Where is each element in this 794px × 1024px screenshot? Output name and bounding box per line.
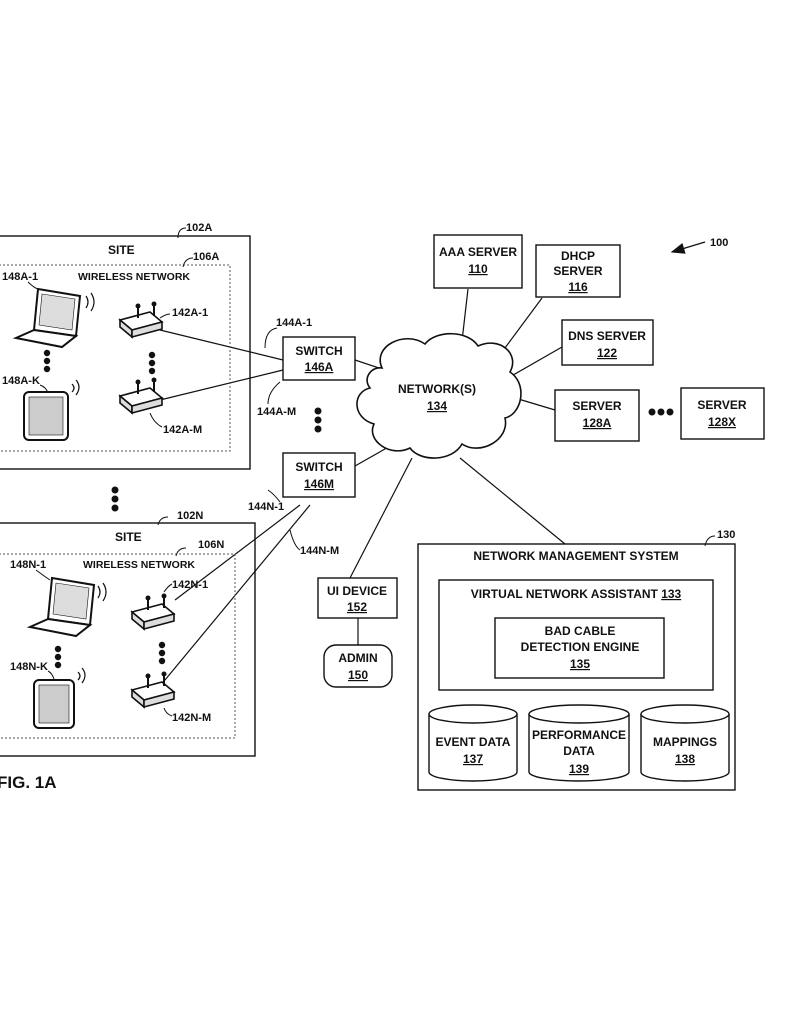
system-ref: 100 bbox=[710, 237, 728, 249]
dns-server-num: 122 bbox=[597, 346, 617, 360]
tablet-n-icon bbox=[33, 667, 86, 729]
network-label: NETWORK(S) bbox=[398, 382, 476, 396]
event-data-label: EVENT DATA bbox=[436, 735, 511, 749]
server-a-num: 128A bbox=[583, 416, 612, 430]
nms-ref: 130 bbox=[717, 529, 735, 541]
network-management-system: 130 NETWORK MANAGEMENT SYSTEM VIRTUAL NE… bbox=[417, 529, 736, 791]
switch-a-label: SWITCH bbox=[295, 344, 342, 358]
laptop-a-icon bbox=[12, 287, 95, 349]
mappings-num: 138 bbox=[675, 752, 695, 766]
dns-server-label: DNS SERVER bbox=[568, 329, 646, 343]
dhcp-server-line1: DHCP bbox=[561, 249, 595, 263]
ap-a1-ref: 142A-1 bbox=[172, 307, 208, 319]
ui-device: UI DEVICE 152 bbox=[317, 577, 398, 619]
bad-cable-engine-box bbox=[494, 617, 665, 679]
ap-nm-ref: 142N-M bbox=[172, 712, 211, 724]
connection-lines bbox=[159, 288, 566, 687]
aaa-server: AAA SERVER 110 bbox=[433, 234, 523, 289]
site-n: SITE 102N WIRELESS NETWORK 106N 148N-1 1… bbox=[0, 510, 256, 757]
horizontal-ellipsis-icon bbox=[648, 408, 674, 416]
laptop-n-ref: 148N-1 bbox=[10, 559, 46, 571]
performance-data-line1: PERFORMANCE bbox=[532, 728, 626, 742]
switch-146a: SWITCH 146A bbox=[282, 336, 356, 381]
access-point-n1-icon bbox=[130, 593, 176, 631]
server-a-label: SERVER bbox=[572, 399, 621, 413]
switch-m-num: 146M bbox=[304, 477, 334, 491]
event-data-num: 137 bbox=[463, 752, 483, 766]
mappings-label: MAPPINGS bbox=[653, 735, 717, 749]
site-n-box bbox=[0, 522, 256, 757]
link-am-ref: 144A-M bbox=[257, 406, 296, 418]
ui-device-num: 152 bbox=[347, 600, 367, 614]
vertical-ellipsis-icon bbox=[111, 486, 119, 512]
tablet-n-ref: 148N-K bbox=[10, 661, 48, 673]
nms-title: NETWORK MANAGEMENT SYSTEM bbox=[473, 549, 678, 563]
wireless-network-n-ref: 106N bbox=[198, 539, 224, 551]
network-num: 134 bbox=[427, 399, 447, 413]
ap-n1-ref: 142N-1 bbox=[172, 579, 208, 591]
performance-data-line2: DATA bbox=[563, 744, 595, 758]
laptop-a-ref: 148A-1 bbox=[2, 271, 38, 283]
server-128a: SERVER 128A bbox=[554, 389, 640, 442]
wireless-network-a-ref: 106A bbox=[193, 251, 219, 263]
wireless-network-a-box bbox=[0, 264, 231, 452]
switch-m-label: SWITCH bbox=[295, 460, 342, 474]
performance-data-database-icon: PERFORMANCE DATA 139 bbox=[528, 704, 630, 782]
link-n1-ref: 144N-1 bbox=[248, 501, 284, 513]
server-128x: SERVER 128X bbox=[680, 387, 765, 440]
switch-146m: SWITCH 146M bbox=[282, 452, 356, 498]
dhcp-server-line2: SERVER bbox=[553, 264, 602, 278]
tablet-a-icon bbox=[23, 379, 80, 441]
site-a: SITE 102A WIRELESS NETWORK 106A 148A-1 1… bbox=[0, 222, 251, 470]
network-cloud: NETWORK(S) 134 bbox=[356, 333, 522, 459]
switch-a-num: 146A bbox=[305, 360, 334, 374]
reference-arrow-icon bbox=[670, 241, 706, 254]
aaa-server-label: AAA SERVER bbox=[439, 245, 517, 259]
engine-line1: BAD CABLE bbox=[545, 624, 616, 638]
wireless-network-n-label: WIRELESS NETWORK bbox=[83, 559, 195, 571]
dhcp-server: DHCP SERVER 116 bbox=[535, 244, 621, 298]
admin: ADMIN 150 bbox=[323, 644, 393, 688]
aaa-server-num: 110 bbox=[468, 262, 488, 276]
link-a1-ref: 144A-1 bbox=[276, 317, 312, 329]
access-point-nm-icon bbox=[130, 671, 176, 709]
site-n-title: SITE bbox=[115, 530, 142, 544]
dns-server: DNS SERVER 122 bbox=[561, 319, 654, 366]
server-x-num: 128X bbox=[708, 415, 736, 429]
tablet-a-ref: 148A-K bbox=[2, 375, 40, 387]
vertical-ellipsis-icon bbox=[43, 349, 51, 373]
vna-title: VIRTUAL NETWORK ASSISTANT 133 bbox=[471, 587, 682, 601]
admin-label: ADMIN bbox=[338, 651, 377, 665]
dhcp-server-num: 116 bbox=[568, 280, 588, 294]
engine-num: 135 bbox=[570, 657, 590, 671]
access-point-am-icon bbox=[118, 377, 164, 415]
link-nm-ref: 144N-M bbox=[300, 545, 339, 557]
vna-label: VIRTUAL NETWORK ASSISTANT bbox=[471, 587, 661, 601]
vertical-ellipsis-icon bbox=[314, 407, 322, 433]
admin-num: 150 bbox=[348, 668, 368, 682]
vertical-ellipsis-icon bbox=[158, 641, 166, 665]
site-n-ref: 102N bbox=[177, 510, 203, 522]
site-a-title: SITE bbox=[108, 243, 135, 257]
vna-num: 133 bbox=[661, 587, 681, 601]
vertical-ellipsis-icon bbox=[54, 645, 62, 669]
site-a-box bbox=[0, 235, 251, 470]
vertical-ellipsis-icon bbox=[148, 351, 156, 375]
performance-data-num: 139 bbox=[569, 762, 589, 776]
wireless-network-n-box bbox=[0, 553, 236, 739]
event-data-database-icon: EVENT DATA 137 bbox=[428, 704, 518, 782]
site-a-ref: 102A bbox=[186, 222, 212, 234]
server-x-label: SERVER bbox=[697, 398, 746, 412]
ap-am-ref: 142A-M bbox=[163, 424, 202, 436]
engine-line2: DETECTION ENGINE bbox=[521, 640, 640, 654]
laptop-n-icon bbox=[26, 576, 107, 638]
access-point-a1-icon bbox=[118, 301, 164, 339]
mappings-database-icon: MAPPINGS 138 bbox=[640, 704, 730, 782]
wireless-network-a-label: WIRELESS NETWORK bbox=[78, 271, 190, 283]
figure-label: FIG. 1A bbox=[0, 773, 57, 792]
ui-device-label: UI DEVICE bbox=[327, 584, 387, 598]
